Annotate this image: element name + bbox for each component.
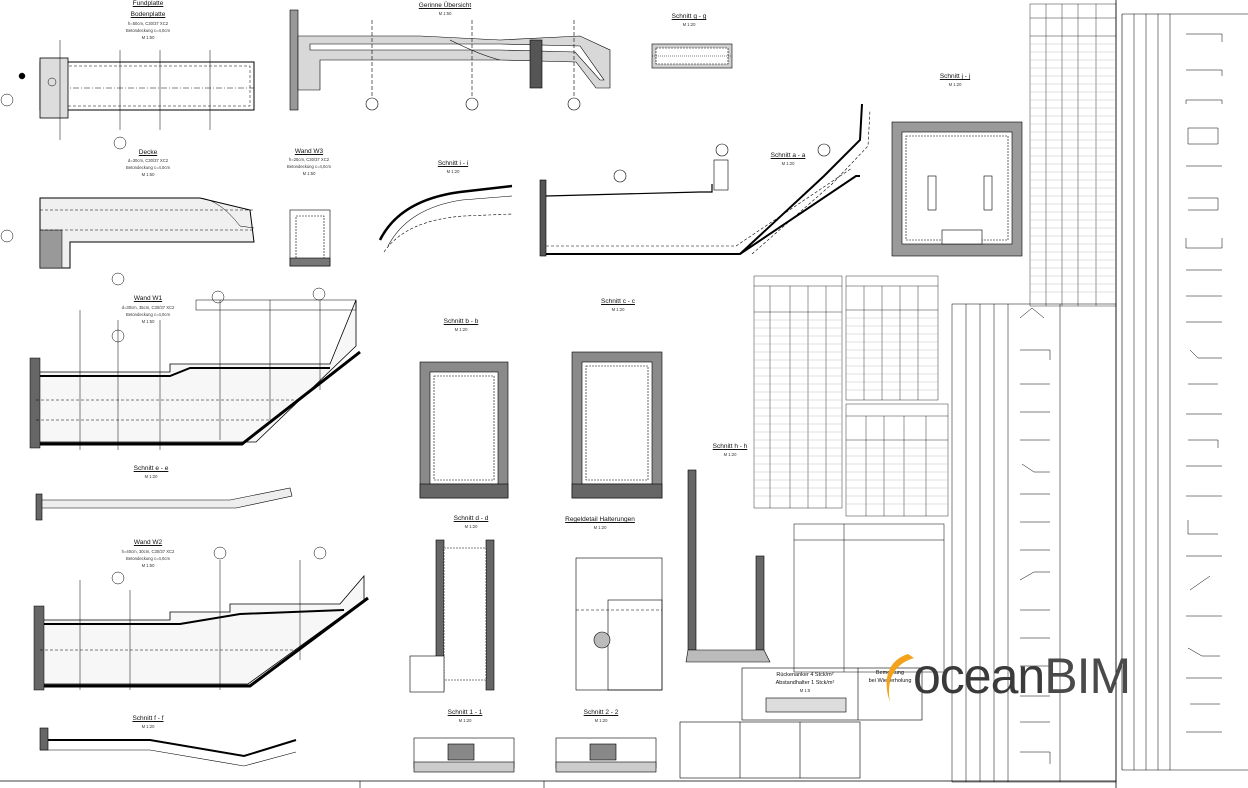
wand-w3-scale: M 1:50	[302, 171, 316, 176]
schnitt-ee-scale: M 1:20	[144, 474, 158, 479]
wand-w3-note2: Betondeckung c=4,0cm	[287, 164, 331, 169]
decke-note1: d=30cm, C30/37 XC2	[127, 158, 169, 163]
view-schnitt-gg	[651, 43, 733, 69]
schnitt-hh-title: Schnitt h - h	[712, 443, 748, 450]
wand-w2-note1: h=40cm, 30cm, C30/37 XC2	[121, 549, 175, 554]
oceanbim-logo: oceanBIM	[913, 646, 1131, 706]
view-schnitt-22	[555, 737, 657, 773]
wand-w3-title: Wand W3	[294, 148, 324, 155]
decke-scale: M 1:50	[141, 172, 155, 177]
schnitt-bb-title: Schnitt b - b	[443, 318, 479, 325]
fundplatte-note1: h=50cm, C30/37 XC2	[127, 21, 169, 26]
regeldetail-scale: M 1:20	[593, 525, 607, 530]
schnitt-11-scale: M 1:20	[458, 718, 472, 723]
view-schnitt-aa	[539, 143, 860, 257]
wand-w1-title: Wand W1	[133, 295, 163, 302]
table-row-lines	[754, 43, 1116, 505]
view-schnitt-ee	[891, 121, 1023, 257]
schnitt-hh-scale: M 1:20	[723, 452, 737, 457]
view-wand-w2	[33, 546, 369, 691]
anker-box-line2: Abstandhalter 1 Stck/m²	[775, 680, 835, 686]
view-schnitt-bb	[419, 361, 509, 499]
wand-w1-note1: d=30cm, 35cm, C30/37 XC2	[121, 305, 175, 310]
view-uebersicht	[289, 9, 611, 111]
schnitt-dd-title: Schnitt d - d	[453, 515, 489, 522]
bar-shape-list	[951, 14, 1223, 783]
schnitt-dd-scale: M 1:20	[464, 524, 478, 529]
view-wand-w1	[29, 287, 361, 450]
schnitt-jj-title: Schnitt j - j	[939, 73, 971, 80]
uebersicht-title: Gerinne Übersicht	[418, 2, 472, 9]
oceanbim-swoosh-icon	[886, 654, 914, 702]
schnitt-bb-scale: M 1:20	[454, 327, 468, 332]
wand-w1-note2: Betondeckung c=4,0cm	[126, 312, 170, 317]
view-fundplatte	[0, 40, 255, 150]
fundplatte-scale: M 1:50	[141, 35, 155, 40]
logo-ocean: ocean	[913, 648, 1045, 704]
view-schnitt-ee-strip	[35, 487, 293, 521]
view-regeldetail	[575, 557, 663, 691]
wand-w1-scale: M 1:50	[141, 319, 155, 324]
regeldetail-title: Regeldetail Halterungen	[565, 516, 635, 523]
wand-w2-scale: M 1:50	[141, 563, 155, 568]
uebersicht-scale: M 1:50	[438, 11, 452, 16]
fundplatte-subtitle: Bodenplatte	[130, 11, 166, 18]
view-schnitt-cc	[571, 351, 663, 499]
view-decke	[0, 197, 255, 286]
schnitt-cc-title: Schnitt c - c	[601, 298, 635, 305]
anker-box-scale: M 1:5	[799, 688, 811, 693]
fundplatte-note2: Betondeckung c=4,0cm	[126, 28, 170, 33]
schedule-tables	[753, 3, 1117, 517]
decke-note2: Betondeckung c=4,0cm	[126, 165, 170, 170]
schnitt-gg-title: Schnitt g - g	[671, 13, 707, 20]
wand-w2-note2: Betondeckung c=4,0cm	[126, 556, 170, 561]
schnitt-aa-title: Schnitt a - a	[770, 152, 806, 159]
schnitt-22-scale: M 1:20	[594, 718, 608, 723]
view-schnitt-ii	[378, 184, 513, 253]
view-schnitt-dd	[409, 539, 495, 693]
schnitt-ff-scale: M 1:20	[141, 724, 155, 729]
view-wand-w3	[289, 209, 331, 267]
anker-box	[679, 667, 923, 779]
schnitt-jj-scale: M 1:20	[948, 82, 962, 87]
schnitt-cc-scale: M 1:20	[611, 307, 625, 312]
schnitt-gg-scale: M 1:20	[682, 22, 696, 27]
wand-w3-note1: h=25cm, C30/37 XC2	[288, 157, 330, 162]
view-schnitt-11	[413, 737, 515, 773]
view-schnitt-hh	[685, 469, 771, 663]
schnitt-ff-title: Schnitt f - f	[132, 715, 164, 722]
logo-bim: BIM	[1044, 648, 1131, 704]
schnitt-ii-scale: M 1:20	[446, 169, 460, 174]
schnitt-ee-title: Schnitt e - e	[133, 465, 169, 472]
wand-w2-title: Wand W2	[133, 539, 163, 546]
decke-title: Decke	[138, 149, 158, 156]
schnitt-aa-scale: M 1:20	[781, 161, 795, 166]
view-schnitt-ff	[39, 727, 297, 767]
schnitt-22-title: Schnitt 2 - 2	[583, 709, 619, 716]
view-schnitt-jj	[739, 103, 871, 255]
view-schnitt-grid	[793, 523, 945, 673]
anker-box-line1: Rückenanker 4 Stck/m²	[776, 672, 834, 678]
fundplatte-title: Fundplatte	[132, 0, 164, 7]
schnitt-11-title: Schnitt 1 - 1	[447, 709, 483, 716]
schnitt-ii-title: Schnitt i - i	[437, 160, 469, 167]
